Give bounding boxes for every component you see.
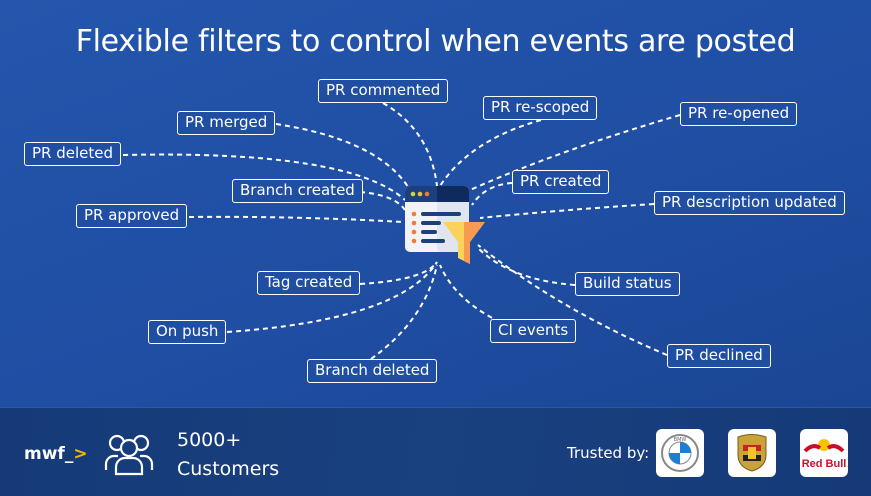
bmw-logo: BMW (656, 429, 704, 477)
customers-label: Customers (177, 458, 280, 480)
filter-on-push: On push (148, 320, 227, 344)
page-title: Flexible filters to control when events … (75, 24, 796, 59)
filter-branch-deleted: Branch deleted (307, 359, 438, 383)
customers-icon (104, 434, 154, 476)
porsche-logo (728, 429, 776, 477)
connector-lines (0, 0, 871, 407)
filter-branch-created: Branch created (232, 179, 363, 203)
filter-ci-events: CI events (490, 319, 577, 343)
footer: mwf_> 5000+ Customers Trusted by: BMW Red… (0, 407, 871, 496)
customers-stat: 5000+ Customers (177, 426, 279, 484)
mwf-logo[interactable]: mwf_> (24, 444, 88, 464)
filter-pr-merged: PR merged (177, 111, 276, 135)
svg-text:Red Bull: Red Bull (802, 458, 847, 470)
filter-pr-created: PR created (512, 170, 610, 194)
filter-pr-commented: PR commented (318, 79, 449, 103)
filter-pr-approved: PR approved (76, 204, 188, 228)
filter-pr-description-updated: PR description updated (654, 191, 845, 215)
customers-count: 5000+ (177, 429, 242, 451)
svg-text:BMW: BMW (674, 437, 687, 443)
filter-window-icon (405, 186, 485, 264)
filter-pr-declined: PR declined (667, 344, 771, 368)
filter-pr-re-opened: PR re-opened (680, 102, 798, 126)
filter-pr-re-scoped: PR re-scoped (483, 96, 598, 120)
filter-tag-created: Tag created (257, 271, 361, 295)
trusted-by-label: Trusted by: (567, 444, 650, 462)
filter-build-status: Build status (575, 272, 680, 296)
redbull-logo: Red Bull (800, 429, 848, 477)
filter-pr-deleted: PR deleted (24, 142, 122, 166)
